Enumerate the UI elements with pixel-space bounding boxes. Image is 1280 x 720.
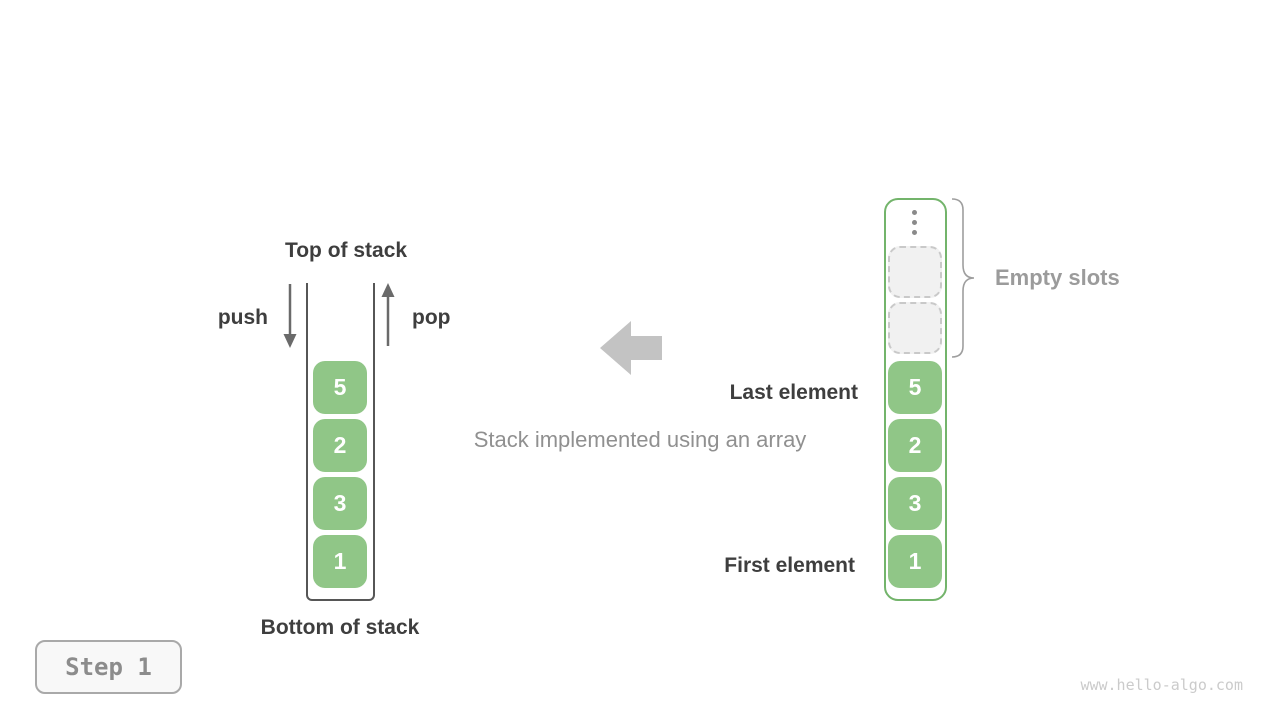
stack-cell: 3 bbox=[313, 477, 367, 530]
empty-slot bbox=[888, 246, 942, 298]
left-arrow-icon bbox=[600, 321, 662, 375]
array-cell: 3 bbox=[888, 477, 942, 530]
pop-label: pop bbox=[412, 306, 451, 329]
push-label: push bbox=[217, 306, 268, 329]
stack-cell: 2 bbox=[313, 419, 367, 472]
array-cell: 5 bbox=[888, 361, 942, 414]
empty-slots-brace bbox=[951, 198, 975, 358]
pop-up-arrow-icon bbox=[381, 283, 395, 346]
first-element-label: First element bbox=[724, 554, 855, 577]
step-label: Step 1 bbox=[65, 653, 152, 681]
array-cell: 2 bbox=[888, 419, 942, 472]
stack-cell: 1 bbox=[313, 535, 367, 588]
array-cell: 1 bbox=[888, 535, 942, 588]
push-down-arrow-icon bbox=[283, 284, 297, 348]
vertical-ellipsis-icon bbox=[912, 210, 917, 235]
stack-cell: 5 bbox=[313, 361, 367, 414]
empty-slots-label: Empty slots bbox=[995, 265, 1120, 290]
caption-text: Stack implemented using an array bbox=[473, 427, 807, 452]
empty-slot bbox=[888, 302, 942, 354]
watermark-text: www.hello-algo.com bbox=[1080, 676, 1243, 694]
bottom-of-stack-label: Bottom of stack bbox=[260, 616, 420, 639]
step-badge: Step 1 bbox=[35, 640, 182, 694]
top-of-stack-label: Top of stack bbox=[284, 239, 408, 262]
last-element-label: Last element bbox=[729, 381, 858, 404]
